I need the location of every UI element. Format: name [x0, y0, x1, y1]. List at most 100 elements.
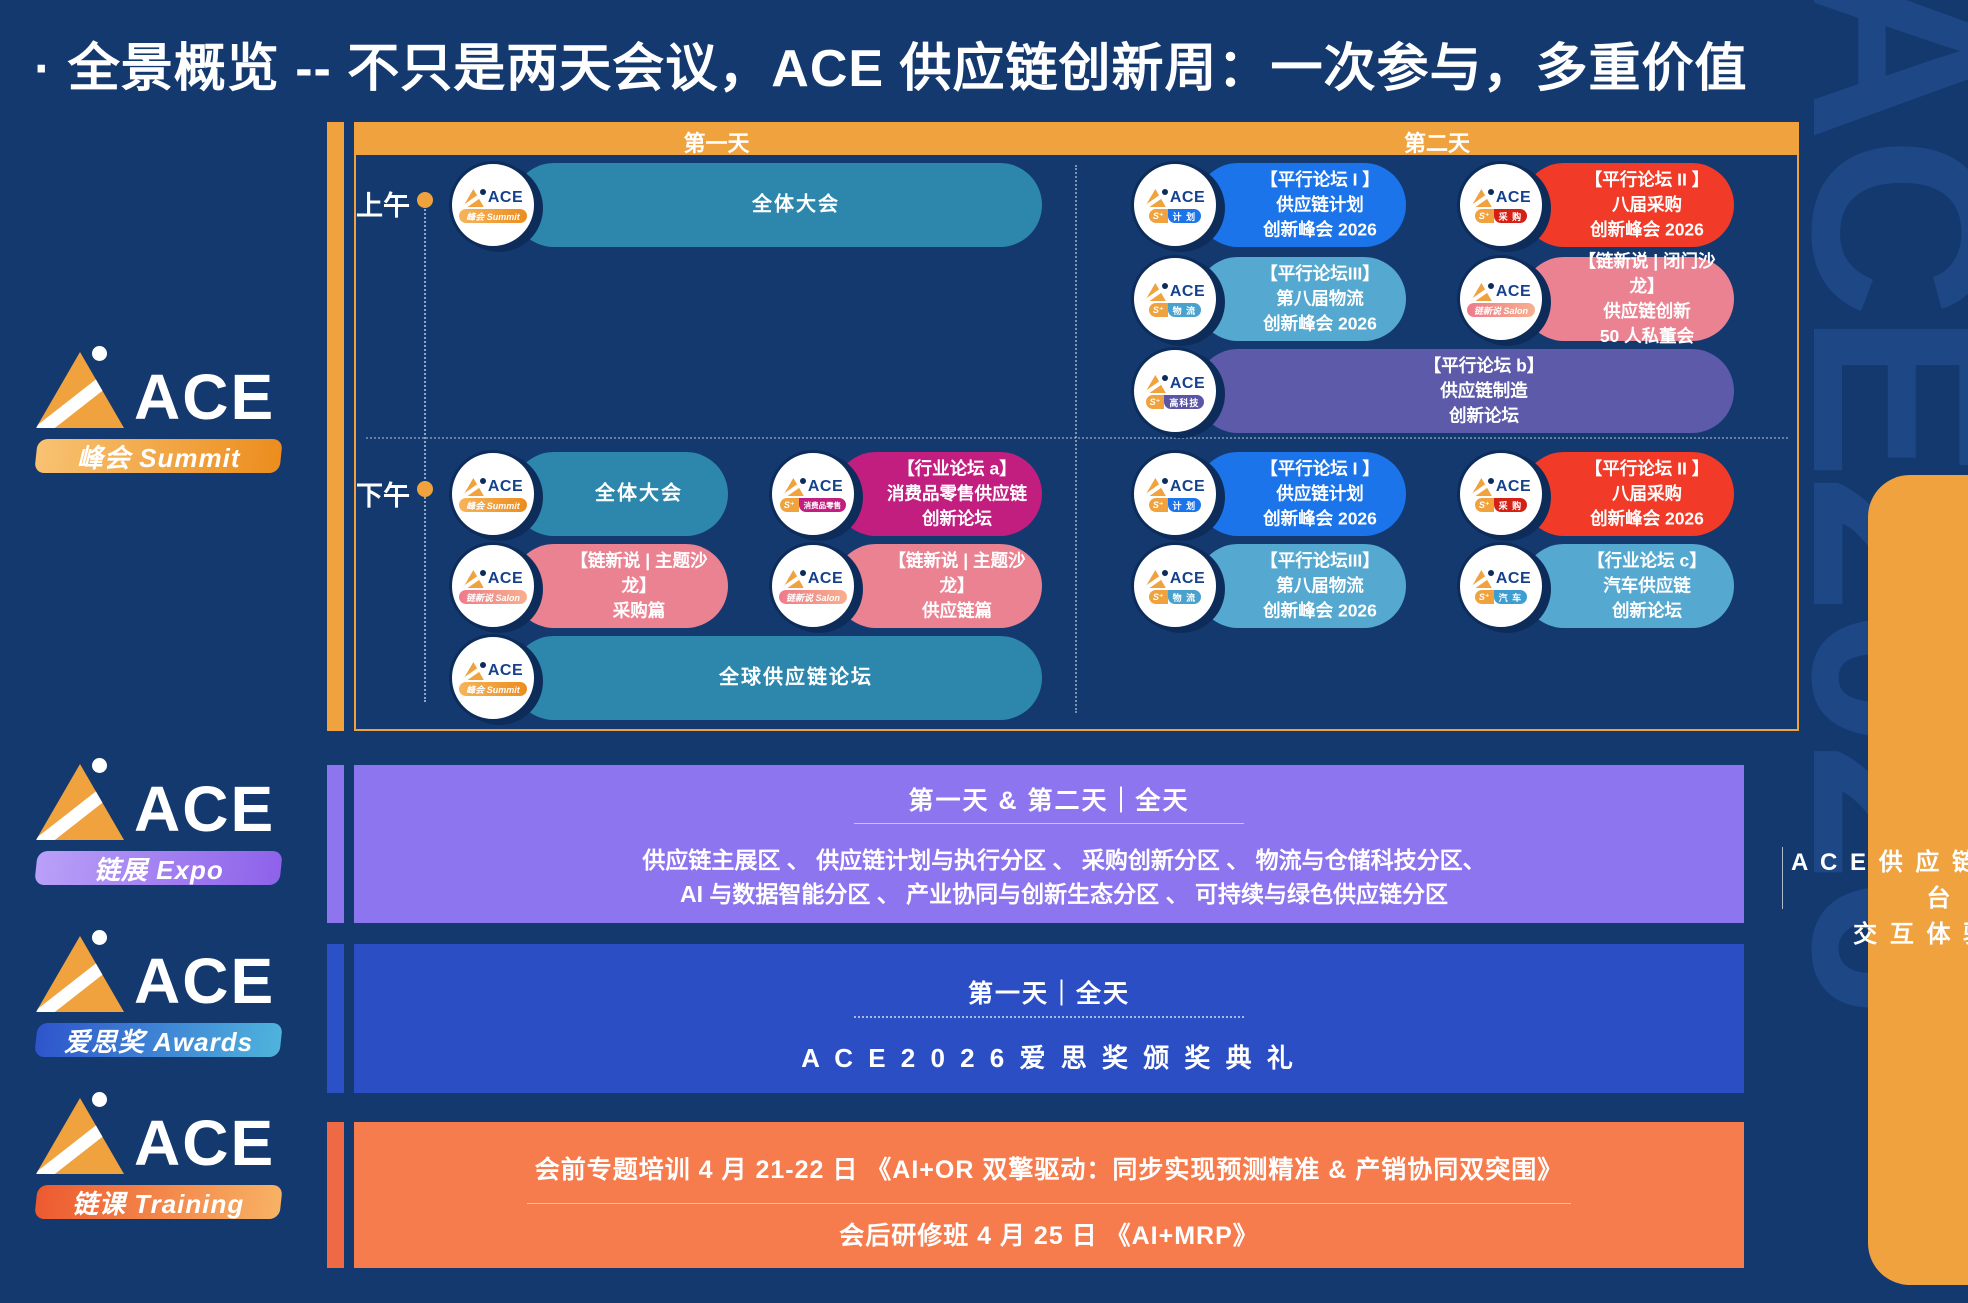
- session-capsule: 【行业论坛 c】汽车供应链创新论坛: [1522, 544, 1734, 628]
- summit-badge-label: 峰会 Summit: [459, 209, 527, 223]
- ace-figure-dot-icon: [1487, 478, 1494, 484]
- ace-logo-icon: ACE: [1144, 568, 1205, 588]
- session-title: 【平行论坛 I 】供应链计划创新峰会 2026: [1260, 458, 1380, 529]
- summit-badge: ACE 峰会 Summit: [449, 161, 537, 249]
- expo-panel: 第一天 & 第二天｜全天 供应链主展区 、 供应链计划与执行分区 、 采购创新分…: [354, 765, 1968, 948]
- logistics-badge: ACE S⁺物 流: [1131, 255, 1219, 343]
- rail-label-text: 链展 Expo: [93, 854, 224, 885]
- session-title: 【平行论坛 II 】八届采购创新峰会 2026: [1584, 169, 1710, 240]
- session-capsule: 【平行论坛 b】供应链制造创新论坛: [1196, 349, 1734, 433]
- ace-wordmark: ACE: [487, 189, 524, 206]
- salon-badge-label: 链新说 Salon: [1467, 303, 1535, 317]
- ace-logo-icon: ACE: [1470, 568, 1532, 588]
- session-capsule: 【平行论坛 II 】八届采购创新峰会 2026: [1522, 452, 1734, 536]
- track-segment: 计 划: [1167, 498, 1202, 512]
- plan-badge-label: S⁺计 划: [1145, 209, 1205, 223]
- session-title: 【链新说 | 主题沙龙】采购篇: [570, 550, 708, 621]
- training-accent-bar: [327, 1122, 344, 1268]
- track-segment: 计 划: [1167, 209, 1202, 223]
- day-divider-line: [1075, 165, 1077, 713]
- session-title: 【行业论坛 a】消费品零售供应链创新论坛: [887, 458, 1027, 529]
- expo-platform-text: A C E 供 应 链 创 新 平 台 交 互 体 验 区: [1786, 845, 1968, 953]
- ace-figure-dot-icon: [479, 189, 486, 195]
- awards-underline: [854, 1016, 1244, 1018]
- session-title: 全球供应链论坛: [719, 666, 873, 689]
- ace-logo-icon: ACE: [1470, 187, 1532, 207]
- session-pill: 全球供应链论坛 ACE 峰会 Summit: [449, 634, 1042, 722]
- splus-segment: S⁺: [1148, 498, 1168, 512]
- morning-label: 上午: [356, 191, 410, 221]
- plan-badge-label: S⁺计 划: [1145, 498, 1205, 512]
- ace-wordmark: ACE: [1495, 478, 1532, 495]
- schedule-header-bar: [356, 124, 1797, 155]
- ace-wordmark: ACE: [1169, 189, 1206, 206]
- session-capsule: 【平行论坛III】第八届物流创新峰会 2026: [1196, 257, 1406, 341]
- expo-accent-bar: [327, 765, 344, 923]
- expo-underline: [854, 823, 1244, 824]
- expo-zones-line1: 供应链主展区 、 供应链计划与执行分区 、 采购创新分区 、 物流与仓储科技分区…: [642, 847, 1486, 873]
- ace-wordmark: ACE: [1495, 189, 1532, 206]
- training-rail-label: 链课 Training: [34, 1185, 283, 1219]
- splus-segment: S⁺: [1148, 209, 1168, 223]
- rail-item-expo: ACE 链展 Expo: [34, 758, 288, 885]
- awards-day-header: 第一天｜全天: [967, 980, 1130, 1008]
- summit-rail-label: 峰会 Summit: [34, 439, 283, 473]
- ace-wordmark: ACE: [134, 773, 276, 845]
- training-line1: 会前专题培训 4 月 21-22 日 《AI+OR 双擎驱动：同步实现预测精准 …: [534, 1156, 1564, 1184]
- summit-badge-label: 峰会 Summit: [459, 682, 527, 696]
- rail-item-awards: ACE 爱思奖 Awards: [34, 930, 288, 1057]
- session-capsule: 【平行论坛 I 】供应链计划创新峰会 2026: [1196, 163, 1406, 247]
- ace-figure-dot-icon: [1161, 478, 1168, 484]
- ace-logo-icon: ACE: [1144, 476, 1205, 496]
- track-segment: 消费品零售: [798, 498, 847, 512]
- ace-wordmark: ACE: [134, 361, 276, 433]
- splus-segment: S⁺: [1145, 395, 1165, 409]
- ace-figure-dot-icon: [479, 478, 486, 484]
- rail-item-summit: ACE 峰会 Summit: [34, 346, 288, 473]
- ace-logo-icon: ACE: [462, 660, 523, 680]
- track-segment: 高科技: [1164, 395, 1205, 409]
- ace-triangle-icon: [36, 352, 124, 428]
- logistics-badge-label: S⁺物 流: [1145, 303, 1205, 317]
- page-title: · 全景概览 -- 不只是两天会议，ACE 供应链创新周：一次参与，多重价值: [34, 40, 1748, 98]
- ace-figure-dot-icon: [1487, 283, 1494, 289]
- splus-segment: S⁺: [779, 498, 799, 512]
- awards-rail-label: 爱思奖 Awards: [34, 1023, 283, 1057]
- session-capsule: 【平行论坛 I 】供应链计划创新峰会 2026: [1196, 452, 1406, 536]
- expo-zones-text: 供应链主展区 、 供应链计划与执行分区 、 采购创新分区 、 物流与仓储科技分区…: [364, 843, 1764, 911]
- ace-wordmark: ACE: [807, 570, 844, 587]
- ace-triangle-icon: [36, 764, 124, 840]
- ace-figure-dot-icon: [92, 1092, 107, 1107]
- plan-badge: ACE S⁺计 划: [1131, 450, 1219, 538]
- ace-figure-dot-icon: [799, 478, 806, 484]
- ace-logo-icon: ACE: [36, 930, 288, 1013]
- track-segment: 汽 车: [1493, 590, 1528, 604]
- ace-logo-icon: ACE: [782, 568, 844, 588]
- ace-logo-icon: ACE: [1144, 187, 1206, 207]
- ace-triangle-icon: [36, 1098, 124, 1174]
- track-segment: 物 流: [1167, 303, 1202, 317]
- ace-figure-dot-icon: [479, 662, 486, 668]
- ace-wordmark: ACE: [807, 478, 844, 495]
- summit-schedule-box: 第一天 第二天: [354, 122, 1799, 731]
- consumer-badge: ACE S⁺消费品零售: [769, 450, 857, 538]
- expo-rail-label: 链展 Expo: [34, 851, 283, 885]
- ace-wordmark: ACE: [487, 570, 524, 587]
- ace-logo-icon: ACE: [1144, 281, 1205, 301]
- session-capsule: 【行业论坛 a】消费品零售供应链创新论坛: [834, 452, 1042, 536]
- ace-wordmark: ACE: [1495, 570, 1532, 587]
- splus-segment: S⁺: [1474, 209, 1494, 223]
- expo-vertical-divider: [1782, 847, 1783, 909]
